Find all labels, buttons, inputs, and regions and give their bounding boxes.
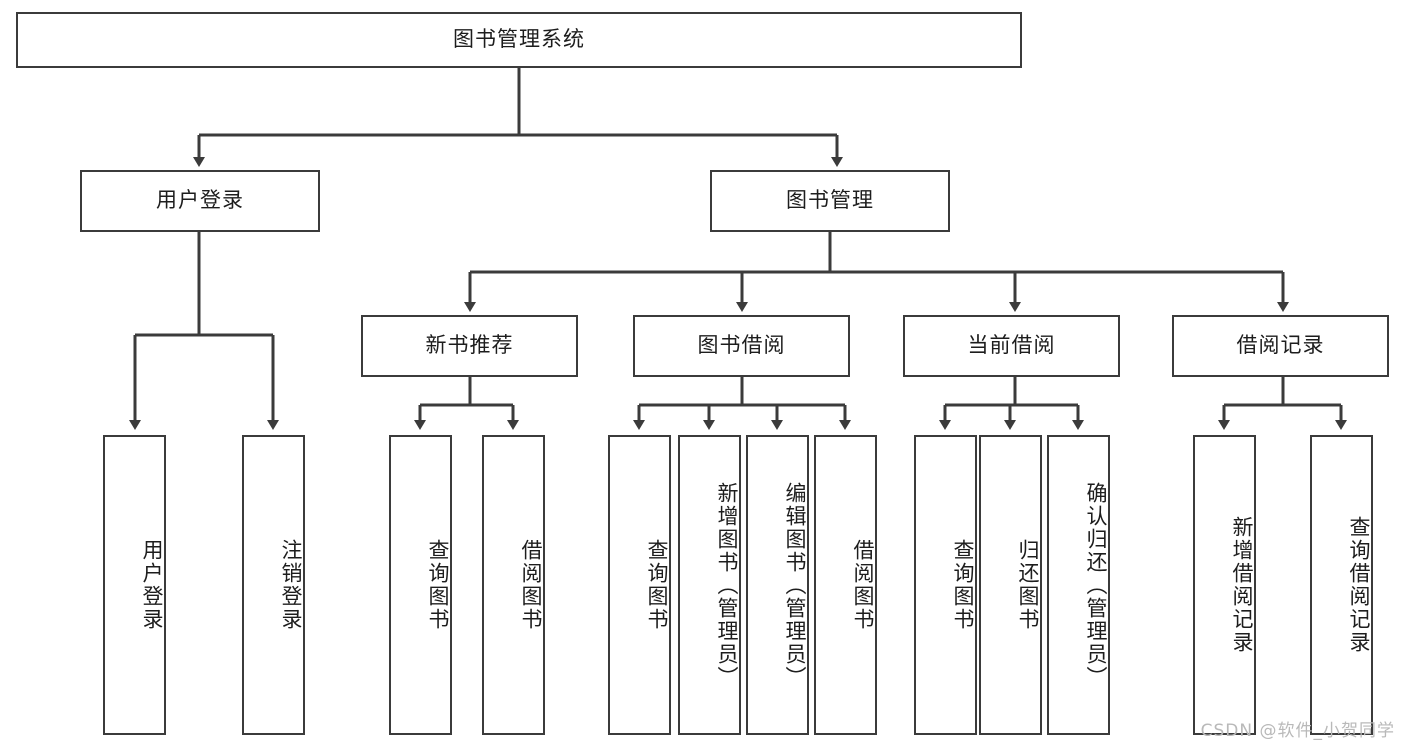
node-leaf-query-book-3-label: 查询图书 <box>951 539 975 631</box>
node-current-borrow[interactable]: 当前借阅 <box>903 315 1120 377</box>
node-leaf-query-book-2-label: 查询图书 <box>645 539 669 631</box>
node-leaf-query-book-1[interactable]: 查询图书 <box>389 435 452 735</box>
node-leaf-borrow-book-2[interactable]: 借阅图书 <box>814 435 877 735</box>
node-leaf-query-record[interactable]: 查询借阅记录 <box>1310 435 1373 735</box>
node-leaf-edit-book-label: 编辑图书（管理员） <box>783 481 807 689</box>
node-user-login[interactable]: 用户登录 <box>80 170 320 232</box>
node-leaf-confirm-return[interactable]: 确认归还（管理员） <box>1047 435 1110 735</box>
node-book-borrow[interactable]: 图书借阅 <box>633 315 850 377</box>
node-leaf-logout[interactable]: 注销登录 <box>242 435 305 735</box>
node-book-manage[interactable]: 图书管理 <box>710 170 950 232</box>
node-new-book-rec[interactable]: 新书推荐 <box>361 315 578 377</box>
node-leaf-query-book-1-label: 查询图书 <box>426 539 450 631</box>
node-book-manage-label: 图书管理 <box>786 188 874 213</box>
node-leaf-add-record-label: 新增借阅记录 <box>1230 516 1254 654</box>
node-leaf-query-book-3[interactable]: 查询图书 <box>914 435 977 735</box>
node-leaf-query-record-label: 查询借阅记录 <box>1347 516 1371 654</box>
node-leaf-borrow-book-1-label: 借阅图书 <box>519 539 543 631</box>
node-leaf-add-record[interactable]: 新增借阅记录 <box>1193 435 1256 735</box>
node-leaf-query-book-2[interactable]: 查询图书 <box>608 435 671 735</box>
node-leaf-add-book-label: 新增图书（管理员） <box>715 481 739 689</box>
node-leaf-return-book[interactable]: 归还图书 <box>979 435 1042 735</box>
node-book-borrow-label: 图书借阅 <box>697 333 786 358</box>
node-root[interactable]: 图书管理系统 <box>16 12 1022 68</box>
node-leaf-logout-label: 注销登录 <box>279 539 303 631</box>
node-leaf-borrow-book-2-label: 借阅图书 <box>851 539 875 631</box>
node-leaf-add-book[interactable]: 新增图书（管理员） <box>678 435 741 735</box>
node-new-book-rec-label: 新书推荐 <box>425 333 514 358</box>
node-leaf-return-book-label: 归还图书 <box>1016 539 1040 631</box>
node-leaf-user-login[interactable]: 用户登录 <box>103 435 166 735</box>
node-leaf-user-login-label: 用户登录 <box>140 539 164 631</box>
node-leaf-borrow-book-1[interactable]: 借阅图书 <box>482 435 545 735</box>
watermark: CSDN @软件_小贺同学 <box>1200 721 1395 741</box>
node-leaf-confirm-return-label: 确认归还（管理员） <box>1084 481 1108 689</box>
node-leaf-edit-book[interactable]: 编辑图书（管理员） <box>746 435 809 735</box>
node-root-label: 图书管理系统 <box>453 27 585 52</box>
node-current-borrow-label: 当前借阅 <box>967 333 1056 358</box>
node-user-login-label: 用户登录 <box>156 188 244 213</box>
node-borrow-record-label: 借阅记录 <box>1236 333 1325 358</box>
node-borrow-record[interactable]: 借阅记录 <box>1172 315 1389 377</box>
